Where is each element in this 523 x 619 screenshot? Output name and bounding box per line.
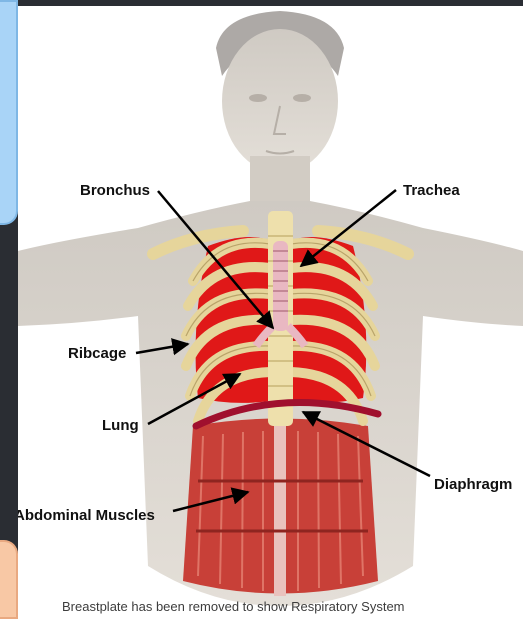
label-ribcage: Ribcage <box>68 345 126 362</box>
abdominal-muscles-shape <box>183 419 378 597</box>
label-abdominal-muscles: Abdominal Muscles <box>18 507 155 524</box>
figure-caption: Breastplate has been removed to show Res… <box>62 599 405 614</box>
illustration-canvas: Bronchus Trachea Ribcage Lung Diaphragm … <box>18 6 523 619</box>
side-panel-top <box>0 0 18 225</box>
label-trachea: Trachea <box>403 182 460 199</box>
side-panel-bottom <box>0 540 18 619</box>
label-lung: Lung <box>102 417 139 434</box>
label-diaphragm: Diaphragm <box>434 476 512 493</box>
anatomy-illustration: Bronchus Trachea Ribcage Lung Diaphragm … <box>18 6 523 619</box>
label-bronchus: Bronchus <box>80 182 150 199</box>
